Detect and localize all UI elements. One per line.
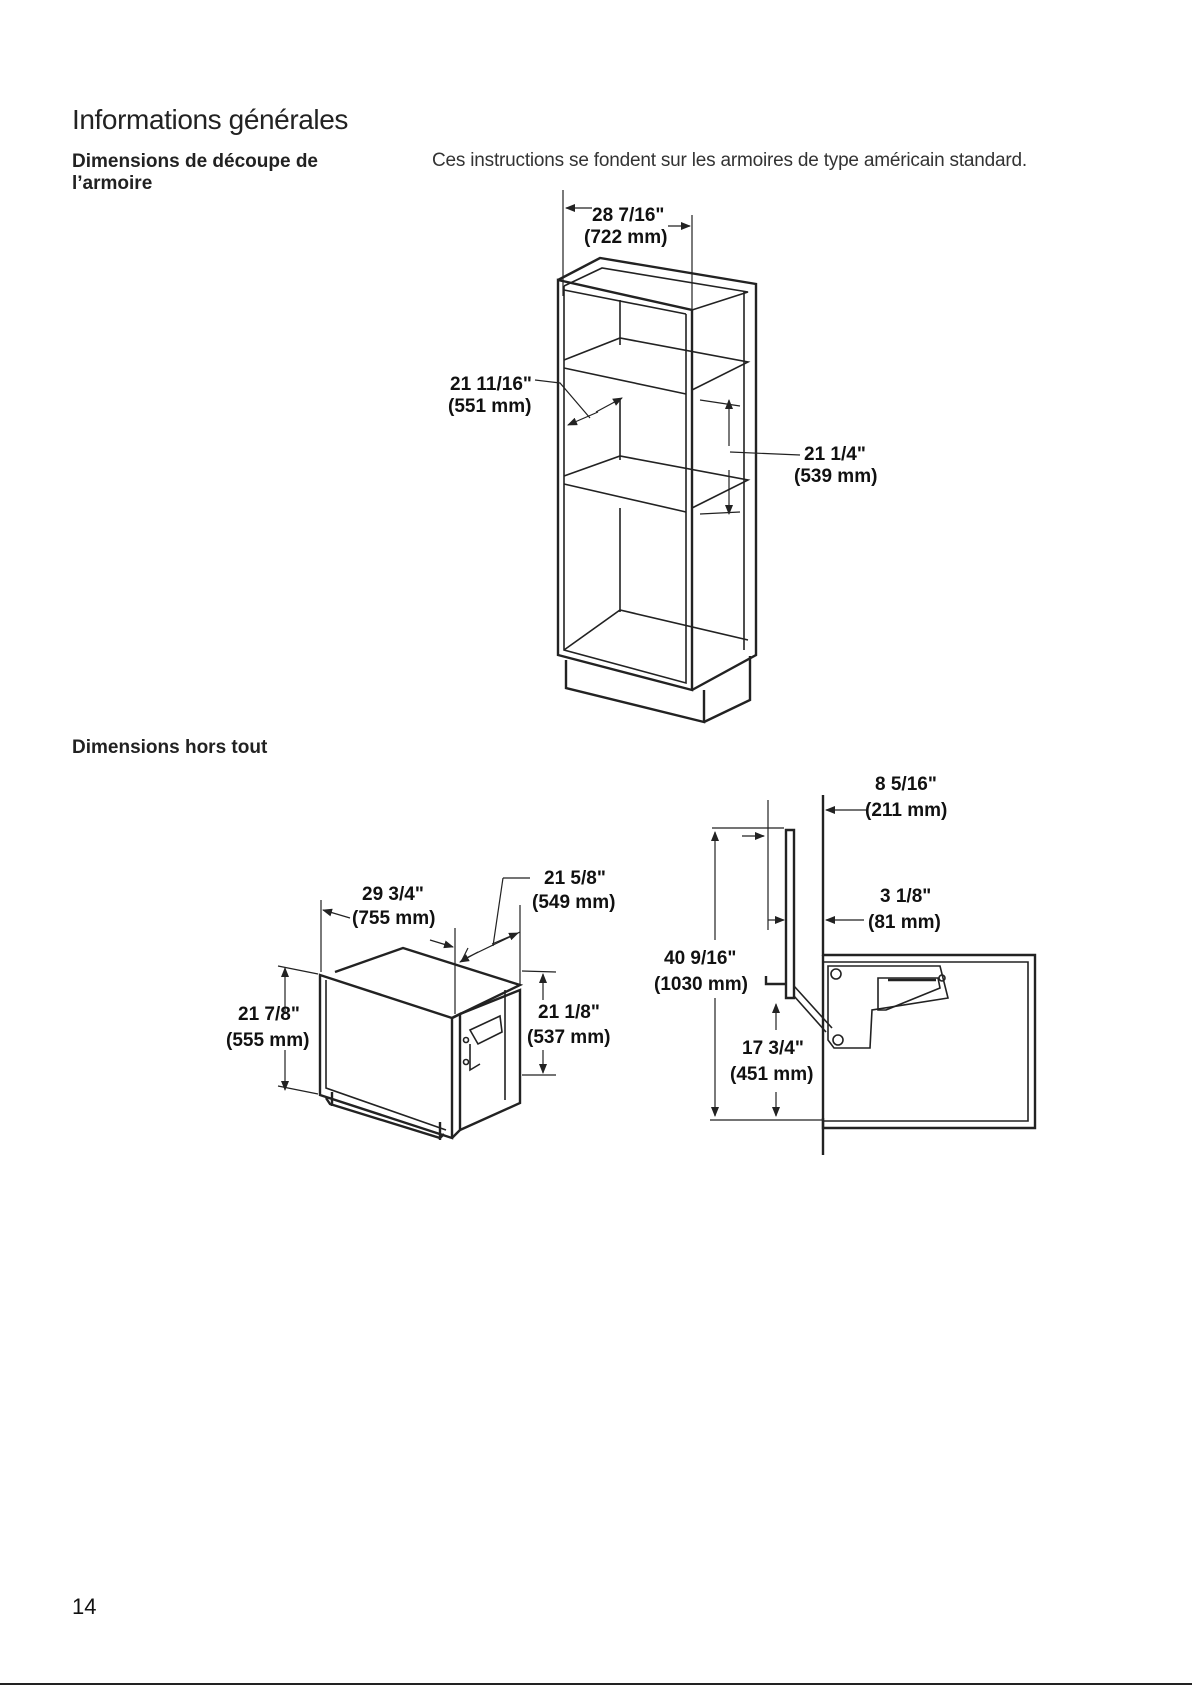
dim-label: 29 3/4" (362, 884, 424, 905)
bottom-rule (0, 1683, 1192, 1685)
dim-label: (755 mm) (352, 908, 435, 929)
dim-label: 21 5/8" (544, 868, 606, 889)
dim-label: (551 mm) (448, 396, 531, 417)
dim-label: (537 mm) (527, 1027, 610, 1048)
side-section-drawing: 8 5/16" (211 mm) 3 1/8" (81 mm) 40 9/16"… (654, 774, 1037, 1155)
dim-label: (81 mm) (868, 912, 941, 933)
dim-label: 17 3/4" (742, 1038, 804, 1059)
dim-label: 40 9/16" (664, 948, 736, 969)
dim-label: 3 1/8" (880, 886, 931, 907)
dim-label: (451 mm) (730, 1064, 813, 1085)
dim-label: (555 mm) (226, 1030, 309, 1051)
dim-label: 21 1/4" (804, 444, 866, 465)
dim-label: (549 mm) (532, 892, 615, 913)
dim-label: 8 5/16" (875, 774, 937, 795)
cabinet-drawing: 28 7/16" (722 mm) 21 11/16" (551 mm) 21 … (448, 190, 877, 724)
section-heading-overall: Dimensions hors tout (72, 737, 268, 758)
dim-label: (211 mm) (865, 800, 947, 821)
dim-label: (722 mm) (584, 227, 667, 248)
dim-label: (1030 mm) (654, 974, 748, 995)
section-heading-cutout: Dimensions de découpe de l’armoire (72, 151, 318, 194)
dim-label: 28 7/16" (592, 205, 664, 226)
dim-label: 21 1/8" (538, 1002, 600, 1023)
oven-drawing: 29 3/4" (755 mm) 21 5/8" (549 mm) 21 7/8… (226, 868, 615, 1140)
dim-label: 21 11/16" (450, 374, 532, 395)
intro-text: Ces instructions se fondent sur les armo… (432, 150, 1027, 171)
dim-label: 21 7/8" (238, 1004, 300, 1025)
page-title: Informations générales (72, 104, 349, 135)
page-number: 14 (72, 1594, 97, 1619)
dim-label: (539 mm) (794, 466, 877, 487)
